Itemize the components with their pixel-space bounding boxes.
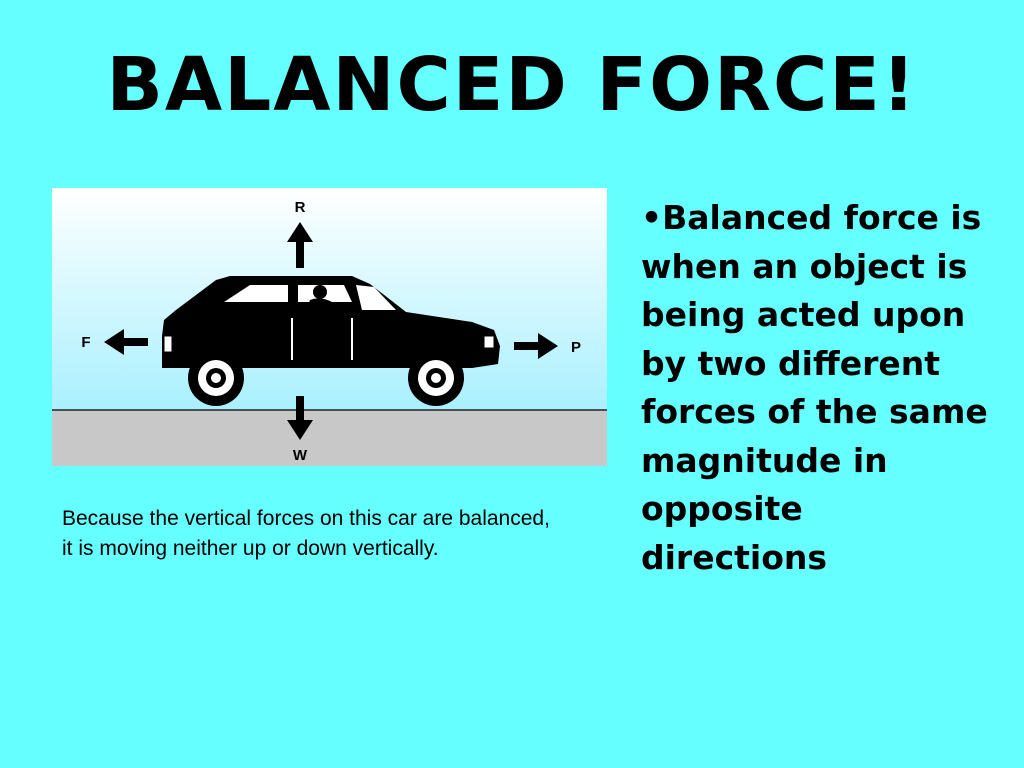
up-arrow-icon [287,222,313,268]
label-w: W [293,447,308,464]
ground [52,410,607,466]
right-arrow-icon [514,333,558,359]
diagram-caption: Because the vertical forces on this car … [62,507,550,560]
definition-bullet: •Balanced force is when an object is bei… [641,198,988,577]
left-arrow-icon [104,329,148,355]
label-r: R [295,199,306,216]
label-f: F [81,334,90,351]
label-p: P [571,339,581,356]
car-icon [162,276,500,406]
car-force-diagram: R W F P [52,188,607,466]
down-arrow-icon [287,396,313,440]
slide-title: Balanced Force! [106,42,918,128]
